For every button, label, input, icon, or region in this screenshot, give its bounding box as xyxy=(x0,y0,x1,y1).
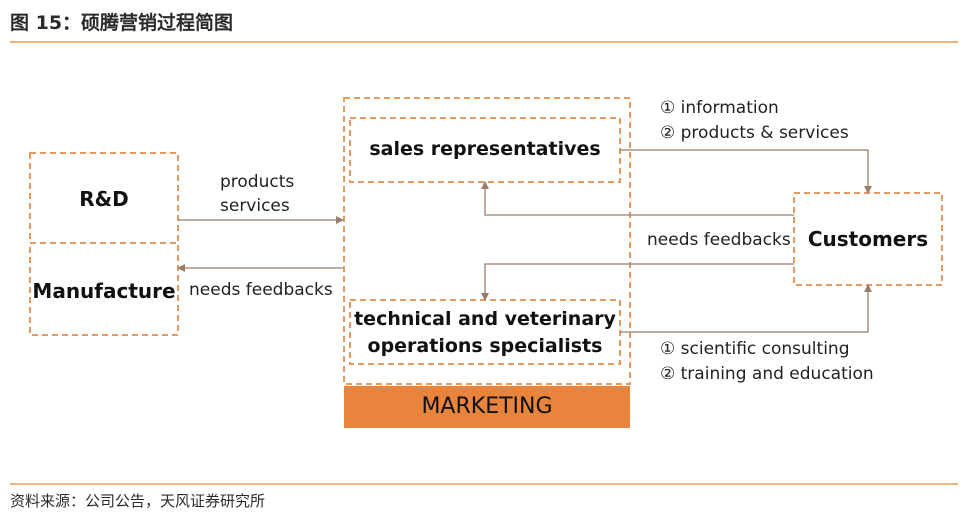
arrow-sales-to-customers xyxy=(620,149,872,194)
arrow-customers-to-sales xyxy=(481,181,794,216)
bottom-divider xyxy=(10,483,958,485)
edge-label-services: services xyxy=(220,196,290,216)
marketing-bar xyxy=(344,386,630,428)
edge-label-scientific-consulting: ① scientific consulting xyxy=(660,339,850,359)
arrow-tech-to-customers xyxy=(620,284,872,333)
edge-label-products: products xyxy=(220,172,295,192)
rd-label: R&D xyxy=(79,187,129,211)
manufacture-box xyxy=(29,242,179,336)
edge-label-needs-left: needs feedbacks xyxy=(189,280,333,300)
sales-label: sales representatives xyxy=(369,138,601,160)
tech-label-line1: technical and veterinary xyxy=(354,308,616,330)
edge-label-products-services: ② products & services xyxy=(660,123,849,143)
source-note: 资料来源：公司公告，天风证券研究所 xyxy=(10,492,266,510)
arrow-customers-to-tech xyxy=(481,263,794,301)
top-divider xyxy=(10,41,958,43)
marketing-label: MARKETING xyxy=(421,394,553,419)
edge-label-information: ① information xyxy=(660,98,779,118)
tech-label-line2: operations specialists xyxy=(367,335,603,357)
marketing-outer-box xyxy=(343,97,631,385)
customers-label: Customers xyxy=(807,227,929,251)
edge-label-needs-right: needs feedbacks xyxy=(647,230,791,250)
manufacture-label: Manufacture xyxy=(32,279,176,303)
figure-title: 图 15：硕腾营销过程简图 xyxy=(10,12,234,34)
edge-label-training: ② training and education xyxy=(660,364,874,384)
